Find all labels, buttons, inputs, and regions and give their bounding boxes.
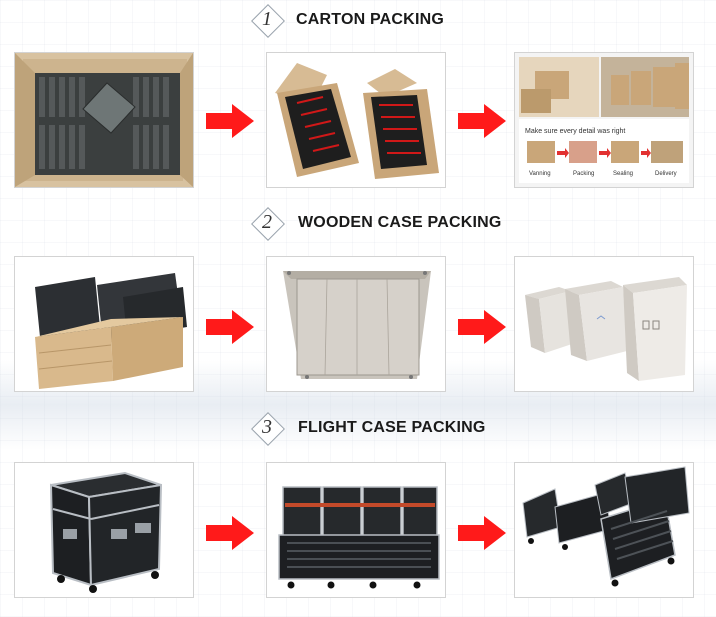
photo-carton-boxes (266, 52, 446, 188)
section-header-carton: 1 CARTON PACKING (0, 4, 716, 38)
photo-carton-panels (14, 52, 194, 188)
section-title: CARTON PACKING (296, 11, 444, 28)
step-delivery: Delivery (655, 171, 677, 177)
arrow-right-icon (458, 104, 506, 138)
arrow-right-icon (458, 310, 506, 344)
step-packing: Packing (573, 171, 594, 177)
section-title: WOODEN CASE PACKING (298, 214, 502, 231)
photo-flight-case-closed (14, 462, 194, 598)
arrow-right-icon (206, 310, 254, 344)
arrow-right-icon (458, 516, 506, 550)
photo-carton-warehouse: Make sure every detail was right Vanning… (514, 52, 694, 188)
section-header-flight: 3 FLIGHT CASE PACKING (0, 412, 716, 446)
section-header-wooden: 2 WOODEN CASE PACKING (0, 207, 716, 241)
detail-heading: Make sure every detail was right (525, 128, 625, 135)
photo-flight-cases-row (514, 462, 694, 598)
step-sealing: Sealing (613, 171, 633, 177)
photo-flight-cases-open (266, 462, 446, 598)
section-number: 1 (262, 8, 272, 30)
photo-wooden-crate (266, 256, 446, 392)
section-number: 2 (262, 211, 272, 233)
section-number: 3 (262, 416, 272, 438)
arrow-right-icon (206, 104, 254, 138)
photo-wooden-crates-three (514, 256, 694, 392)
section-title: FLIGHT CASE PACKING (298, 419, 486, 436)
step-vanning: Vanning (529, 171, 551, 177)
photo-wooden-open (14, 256, 194, 392)
arrow-right-icon (206, 516, 254, 550)
